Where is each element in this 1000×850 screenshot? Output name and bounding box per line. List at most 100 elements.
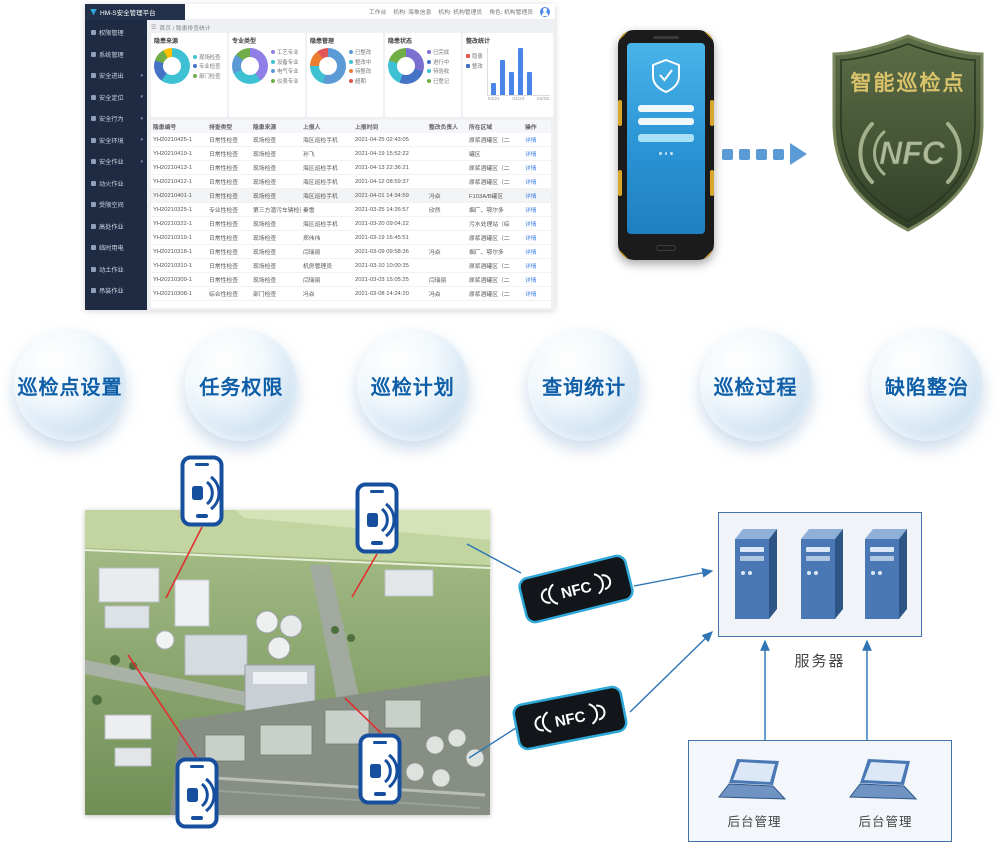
username-field[interactable] bbox=[637, 105, 695, 112]
topbar-item[interactable]: 机构: 海象信息 bbox=[393, 10, 432, 16]
cell-hazard-id: YH20210401-1 bbox=[153, 192, 192, 199]
sidebar-item[interactable]: 安全环境 ▾ bbox=[85, 130, 147, 152]
legend-item: 隐患 bbox=[466, 52, 483, 60]
cell-reporter: 海区巡检手机 bbox=[303, 138, 338, 144]
sidebar-item[interactable]: 高处作业 bbox=[85, 216, 147, 238]
detail-link[interactable]: 详情 bbox=[525, 236, 537, 242]
detail-link[interactable]: 详情 bbox=[525, 138, 537, 144]
menu-icon bbox=[91, 223, 96, 229]
legend-dot bbox=[349, 69, 353, 73]
password-field[interactable] bbox=[637, 118, 695, 125]
reader-nfc-label: NFC bbox=[554, 708, 588, 731]
donut-chart bbox=[310, 48, 346, 85]
cell-reporter: 闫瑞丽 bbox=[303, 278, 321, 284]
user-avatar-icon[interactable] bbox=[540, 6, 550, 17]
corner-bumper bbox=[618, 248, 630, 260]
cell-area: 原浆酒罐区（二 bbox=[469, 264, 510, 270]
admin-unit: 后台管理 bbox=[717, 757, 793, 830]
feature-label: 巡检计划 bbox=[370, 376, 455, 399]
detail-link[interactable]: 详情 bbox=[525, 278, 537, 284]
legend-dot bbox=[349, 59, 353, 64]
cell-hazard-id: YH20210325-1 bbox=[153, 206, 192, 213]
hamburger-icon[interactable]: ☰ bbox=[151, 25, 157, 31]
legend-item: 超期 bbox=[349, 77, 371, 85]
sidebar-item[interactable]: 权限管理 bbox=[85, 22, 147, 44]
sidebar-item-label: 安全定位 bbox=[99, 94, 124, 102]
cell-hazard-id: YH20210319-1 bbox=[153, 234, 192, 241]
cell-report-time: 2021-03-25 14:26:57 bbox=[355, 206, 409, 213]
feature-circle: 任务权限 bbox=[185, 329, 298, 441]
cell-hazard-id: YH20210309-1 bbox=[153, 276, 192, 283]
menu-icon bbox=[91, 73, 96, 79]
panel-title: 专业类型 bbox=[232, 39, 257, 45]
cell-source: 现场检查 bbox=[253, 250, 277, 256]
sidebar-item-label: 安全行为 bbox=[99, 116, 124, 124]
cell-check-type: 日常性检查 bbox=[209, 138, 238, 144]
corner-bumper bbox=[702, 248, 714, 260]
sidebar-item-label: 动火作业 bbox=[99, 180, 124, 188]
feature-label: 缺陷整治 bbox=[884, 376, 969, 399]
corner-bumper bbox=[618, 30, 630, 42]
cell-check-type: 日常性检查 bbox=[209, 278, 238, 284]
cell-hazard-id: YH20210419-1 bbox=[153, 150, 192, 157]
sidebar-item-label: 安全进出 bbox=[99, 73, 124, 81]
cell-reporter: 机房管理员 bbox=[303, 264, 332, 270]
login-button[interactable] bbox=[637, 134, 695, 142]
chevron-down-icon: ▾ bbox=[140, 94, 143, 101]
dotted-arrow-icon bbox=[722, 143, 807, 165]
detail-link[interactable]: 详情 bbox=[525, 166, 537, 172]
server-towers-icon bbox=[735, 529, 907, 619]
badge-nfc-logo: NFC bbox=[879, 135, 946, 171]
detail-link[interactable]: 详情 bbox=[525, 264, 537, 270]
dashboard-header: HM-S安全管理平台 工作台机构: 海象信息机构: 机构管理员角色: 机构管理员 bbox=[85, 4, 555, 20]
chevron-down-icon: ▾ bbox=[140, 72, 143, 79]
cell-report-time: 2021-04-25 02:43:05 bbox=[355, 136, 409, 143]
topbar-item[interactable]: 机构: 机构管理员 bbox=[438, 10, 483, 16]
legend-dot bbox=[349, 50, 353, 54]
sidebar-item[interactable]: 安全作业 ▾ bbox=[85, 151, 147, 173]
detail-link[interactable]: 详情 bbox=[525, 208, 537, 214]
cell-report-time: 2021-04-12 08:59:37 bbox=[355, 178, 409, 185]
home-button[interactable] bbox=[656, 245, 676, 251]
cell-source: 第三方潜污车辆检查 bbox=[253, 208, 301, 214]
detail-link[interactable]: 详情 bbox=[525, 222, 537, 228]
chart-panels: 隐患来源 现场检查专业检查部门检查 专业类型 bbox=[151, 33, 553, 117]
x-tick: 04/21 bbox=[487, 97, 500, 102]
sidebar-item[interactable]: 受限空间 bbox=[85, 194, 147, 216]
topbar-item[interactable]: 角色: 机构管理员 bbox=[489, 10, 533, 16]
legend-dot bbox=[193, 73, 197, 78]
hazard-table: 隐患编号 排查类型 隐患来源 上报人 上报时间 整改负责人 所在区域 操作 Y bbox=[151, 120, 551, 308]
sidebar-item[interactable]: 吊装作业 bbox=[85, 280, 147, 302]
cell-check-type: 日常性检查 bbox=[209, 166, 238, 172]
x-tick: 04/25 bbox=[536, 97, 549, 102]
detail-link[interactable]: 详情 bbox=[525, 152, 537, 158]
screen-dots bbox=[659, 152, 673, 155]
sidebar-item-label: 高处作业 bbox=[99, 223, 124, 231]
cell-area: 罐区 bbox=[469, 152, 481, 158]
detail-link[interactable]: 详情 bbox=[525, 292, 537, 298]
sidebar-item[interactable]: 动火作业 bbox=[85, 173, 147, 195]
feature-circle: 查询统计 bbox=[528, 329, 641, 441]
table-row: YH20210419-1 日常性检查 现场检查 孙飞 2021-04-19 15… bbox=[151, 147, 551, 161]
nfc-phone-icon bbox=[175, 757, 219, 829]
sidebar-item[interactable]: 临时用电 bbox=[85, 237, 147, 259]
detail-link[interactable]: 详情 bbox=[525, 250, 537, 256]
sidebar-item[interactable]: 安全行为 ▾ bbox=[85, 108, 147, 130]
dashboard-screenshot: HM-S安全管理平台 工作台机构: 海象信息机构: 机构管理员角色: 机构管理员… bbox=[85, 4, 555, 310]
detail-link[interactable]: 详情 bbox=[525, 194, 537, 200]
sidebar-item[interactable]: 动土作业 bbox=[85, 259, 147, 281]
sidebar-item[interactable]: 安全定位 ▾ bbox=[85, 87, 147, 109]
table-header: 隐患编号 排查类型 隐患来源 上报人 上报时间 整改负责人 所在区域 操作 bbox=[151, 120, 551, 133]
cell-check-type: 日常性检查 bbox=[209, 152, 238, 158]
panel-title: 隐患状态 bbox=[388, 39, 413, 45]
x-tick: 04/23 bbox=[512, 97, 525, 102]
detail-link[interactable]: 详情 bbox=[525, 180, 537, 186]
cell-check-type: 日常性检查 bbox=[209, 180, 238, 186]
sidebar-item[interactable]: 安全进出 ▾ bbox=[85, 65, 147, 87]
topbar-item[interactable]: 工作台 bbox=[368, 10, 387, 16]
cell-reporter: 海区巡检手机 bbox=[303, 166, 338, 172]
cell-owner: 欣然 bbox=[429, 208, 441, 214]
admin-box: 后台管理 后台管理 bbox=[688, 740, 952, 842]
sidebar-item[interactable]: 系统管理 bbox=[85, 44, 147, 66]
